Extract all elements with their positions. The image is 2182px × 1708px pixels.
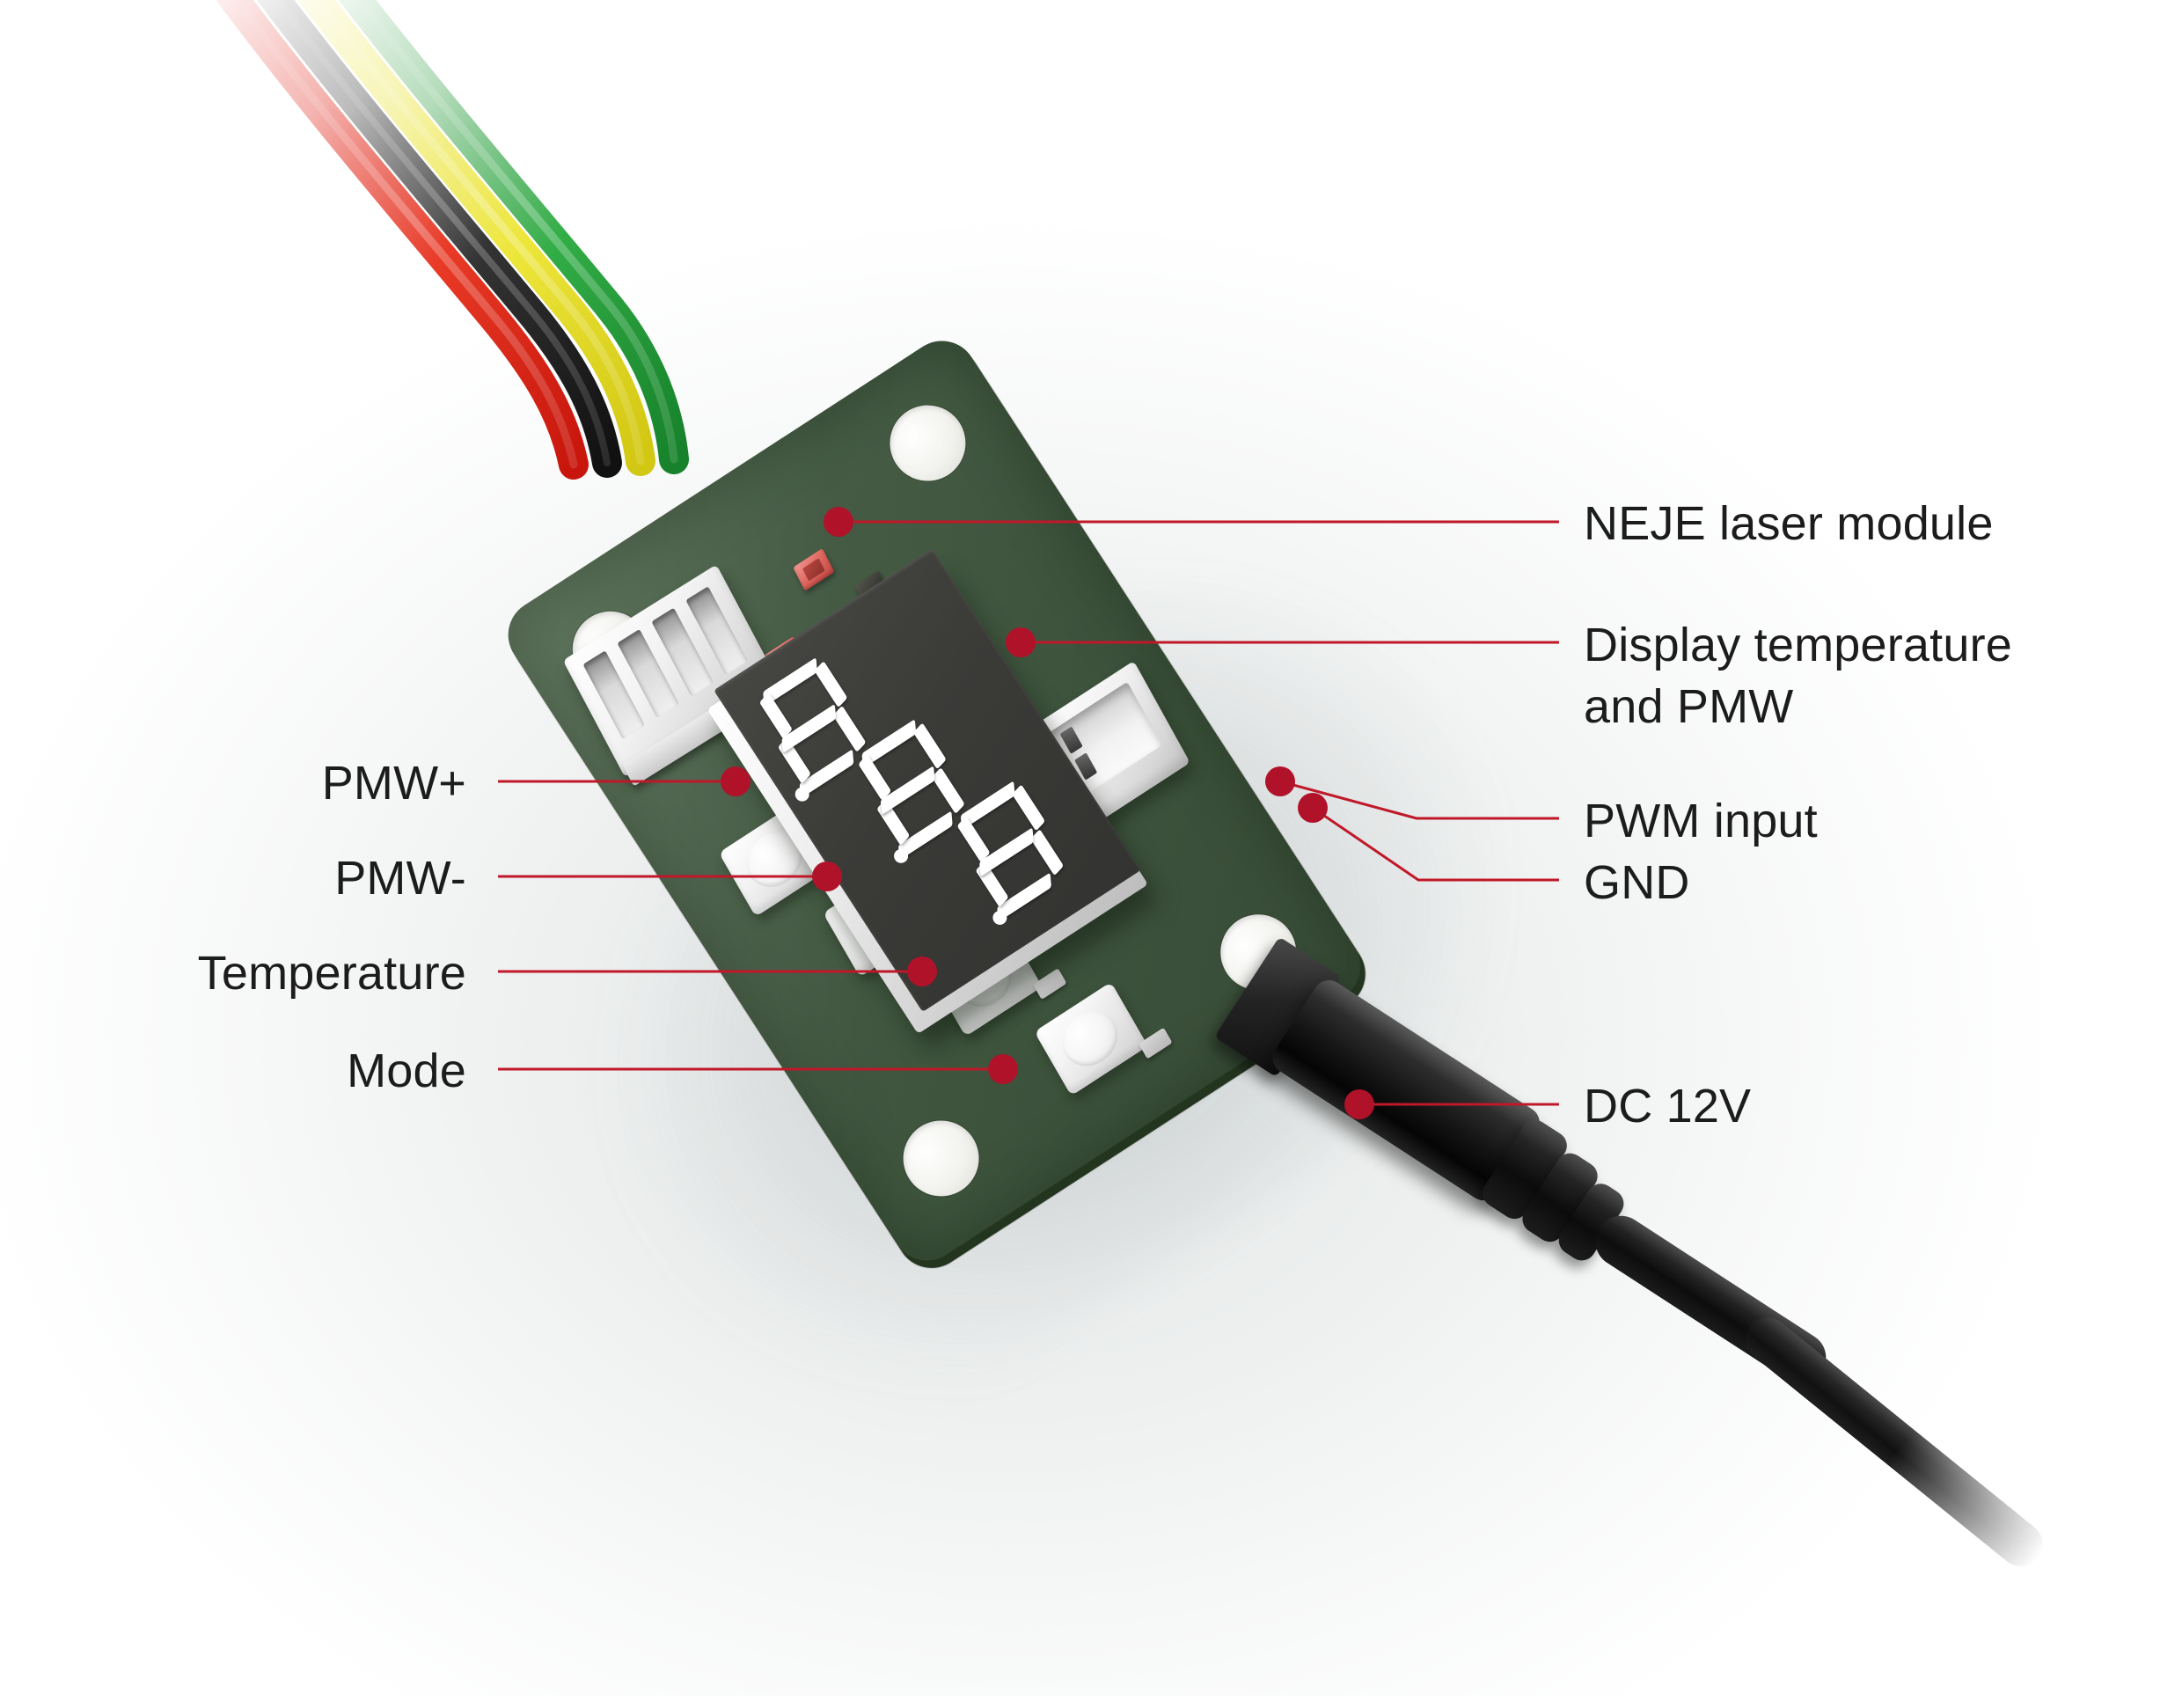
callout-label-display-temperature: Display temperature xyxy=(1584,619,2013,671)
leader-line-pwm-input xyxy=(1279,780,1559,820)
callout-label-temperature: Temperature xyxy=(197,947,466,1000)
callout-dot-mode xyxy=(988,1054,1018,1084)
callout-label-pmw-plus: PMW+ xyxy=(321,757,466,810)
callout-label-mode: Mode xyxy=(347,1045,466,1097)
callout-dot-neje-laser-module xyxy=(824,507,853,537)
callout-dot-display-temp-pmw xyxy=(1006,627,1036,657)
callout-dot-pmw-plus xyxy=(721,766,751,796)
callout-label-gnd: GND xyxy=(1584,856,1690,909)
callout-label-dc-12v: DC 12V xyxy=(1584,1080,1752,1133)
callout-label-and-pmw: and PMW xyxy=(1584,680,1794,733)
callout-dot-dc-12v xyxy=(1344,1089,1374,1119)
callout-label-neje-laser-module: NEJE laser module xyxy=(1584,497,1994,550)
callout-dot-pwm-input xyxy=(1265,766,1295,796)
callout-label-pwm-input: PWM input xyxy=(1584,795,1818,847)
callout-dot-gnd xyxy=(1298,793,1328,823)
leader-line-gnd xyxy=(1312,806,1559,882)
callout-dot-temperature xyxy=(907,957,937,986)
callout-dot-pmw-minus xyxy=(812,861,842,891)
callout-label-pmw-minus: PMW- xyxy=(334,852,466,905)
